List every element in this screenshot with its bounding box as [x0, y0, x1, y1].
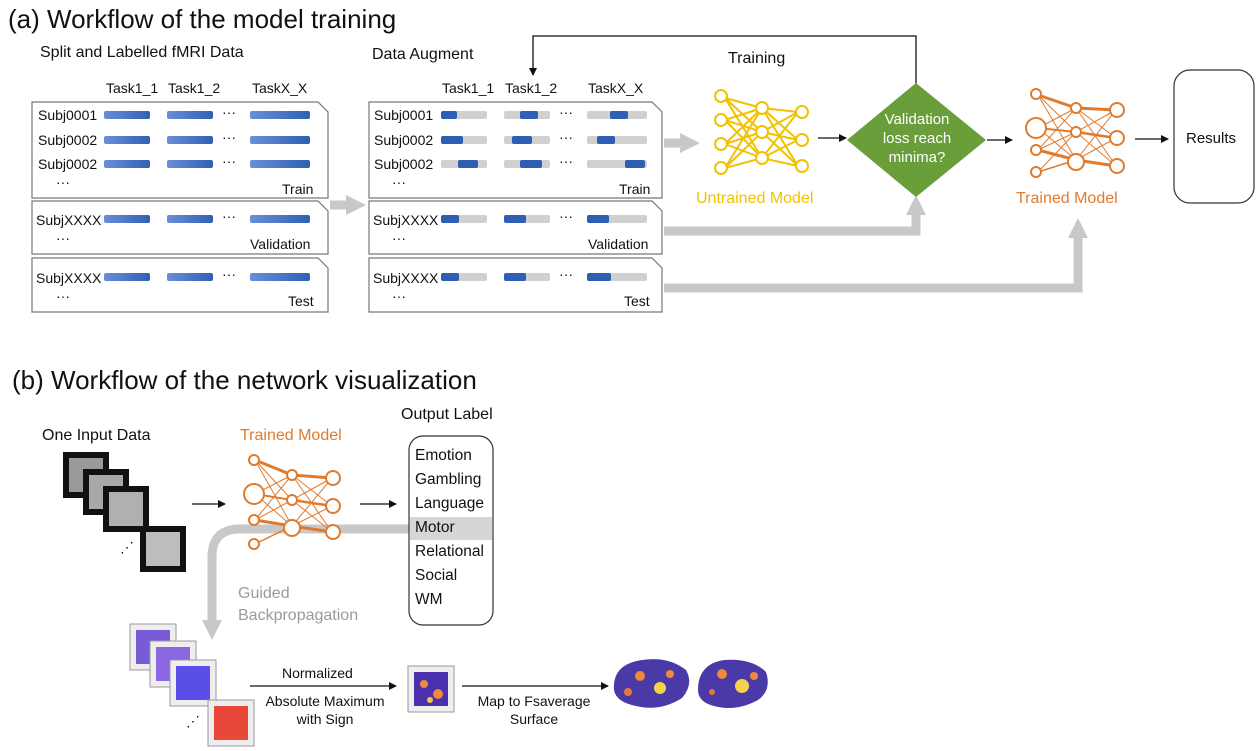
output-item: Language: [415, 495, 484, 512]
aug-row-ellipsis: ···: [559, 129, 573, 145]
raw-row-ellipsis: ···: [222, 208, 236, 224]
aug-train-ellipsis: ···: [392, 174, 406, 190]
trained-model-label-b: Trained Model: [240, 427, 342, 444]
trained-model-label: Trained Model: [1016, 190, 1118, 207]
untrained-model-network: [714, 89, 809, 175]
aug-train-subject: Subj0002: [374, 156, 434, 172]
normalized-label: Normalized: [282, 665, 353, 681]
raw-row-ellipsis: ···: [222, 104, 236, 120]
decision-line: minima?: [888, 149, 946, 166]
raw-row-ellipsis: ···: [222, 153, 236, 169]
decision-diamond: [847, 83, 986, 197]
brain-surface-left: [613, 659, 690, 708]
aug-train-subject: Subj0001: [374, 107, 434, 123]
raw-train-ellipsis: ···: [56, 174, 70, 190]
map-label: Map to Fsaverage Surface: [464, 692, 604, 728]
decision-line: loss reach: [882, 130, 952, 147]
raw-val-subject: SubjXXXX: [36, 212, 102, 228]
results-label: Results: [1186, 130, 1237, 147]
absmax-label: Absolute Maximum with Sign: [255, 692, 395, 728]
trained-model-network: [1025, 88, 1125, 178]
untrained-model-label: Untrained Model: [696, 190, 814, 207]
aug-val-ellipsis: ···: [392, 230, 406, 246]
aug-test-subject: SubjXXXX: [373, 270, 439, 286]
brain-surface-right: [698, 659, 768, 708]
aug-validation-card: [368, 200, 663, 255]
saliency-stack: ⋰: [129, 623, 255, 747]
guided-line: Guided: [238, 585, 290, 602]
raw-col-header: Task1_2: [168, 80, 221, 96]
raw-data-header: Split and Labelled fMRI Data: [40, 44, 244, 61]
output-item-highlighted: Motor: [415, 519, 455, 536]
results-box: [1173, 69, 1255, 204]
aug-validation-label: Validation: [588, 236, 649, 252]
output-item: WM: [415, 591, 443, 608]
panel-a-title: (a) Workflow of the model training: [8, 4, 397, 34]
output-item: Relational: [415, 543, 484, 560]
test-to-trained-arrow: [664, 218, 1088, 293]
augment-header: Data Augment: [372, 46, 474, 63]
highlight-motor-row: [410, 517, 492, 540]
input-data-label: One Input Data: [42, 427, 151, 444]
raw-train-subject: Subj0001: [38, 107, 98, 123]
raw-test-ellipsis: ···: [56, 288, 70, 304]
aug-row-ellipsis: ···: [559, 104, 573, 120]
aug-train-card: [368, 101, 663, 199]
raw-row-ellipsis: ···: [222, 129, 236, 145]
aug-row-ellipsis: ···: [559, 266, 573, 282]
decision-line: Validation: [884, 111, 950, 128]
raw-validation-label: Validation: [250, 236, 311, 252]
raw-validation-card: [31, 200, 329, 255]
raw-test-label: Test: [288, 293, 314, 309]
raw-test-subject: SubjXXXX: [36, 270, 102, 286]
raw-val-ellipsis: ···: [56, 230, 70, 246]
training-label: Training: [728, 50, 786, 67]
aug-col-header: Task1_2: [505, 80, 558, 96]
absmax-line: with Sign: [296, 711, 354, 727]
aug-test-card: [368, 257, 663, 313]
raw-row-ellipsis: ···: [222, 266, 236, 282]
aug-train-label: Train: [619, 181, 651, 197]
aug-val-subject: SubjXXXX: [373, 212, 439, 228]
aug-test-label: Test: [624, 293, 650, 309]
aug-train-subject: Subj0002: [374, 132, 434, 148]
aug-col-header: TaskX_X: [588, 80, 644, 96]
raw-col-header: TaskX_X: [252, 80, 308, 96]
output-item: Gambling: [415, 471, 482, 488]
guided-backprop-label: Guided Backpropagation: [238, 583, 358, 627]
svg-text:⋰: ⋰: [186, 713, 200, 729]
output-item: Social: [415, 567, 458, 584]
raw-test-card: [31, 257, 329, 313]
map-line: Map to Fsaverage: [477, 693, 591, 709]
aug-row-ellipsis: ···: [559, 208, 573, 224]
decision-text: Validation loss reach minima?: [862, 110, 972, 167]
guided-line: Backpropagation: [238, 607, 359, 624]
output-label-list: Emotion Gambling Language Motor Relation…: [410, 444, 492, 612]
aug-data-blocks: [441, 111, 647, 281]
raw-train-card: [31, 101, 329, 199]
absmax-line: Absolute Maximum: [265, 693, 385, 709]
raw-train-subject: Subj0002: [38, 132, 98, 148]
raw-train-label: Train: [282, 181, 314, 197]
input-brain-stack: ⋰: [63, 452, 186, 572]
raw-train-subject: Subj0002: [38, 156, 98, 172]
feedback-loop-arrow: [529, 35, 917, 108]
panel-b-title: (b) Workflow of the network visualizatio…: [12, 365, 477, 395]
raw-col-header: Task1_1: [106, 80, 159, 96]
aug-col-header: Task1_1: [442, 80, 495, 96]
output-label-header: Output Label: [401, 406, 493, 423]
validation-to-decision-arrow: [664, 195, 926, 236]
trained-model-network-b: [243, 454, 341, 550]
normalized-brain: [407, 665, 455, 713]
aug-row-ellipsis: ···: [559, 153, 573, 169]
output-item: Emotion: [415, 447, 472, 464]
raw-data-blocks: [104, 111, 310, 281]
guided-backprop-arrow: [202, 524, 410, 640]
map-line: Surface: [509, 711, 559, 727]
svg-text:⋰: ⋰: [120, 539, 134, 555]
aug-test-ellipsis: ···: [392, 288, 406, 304]
